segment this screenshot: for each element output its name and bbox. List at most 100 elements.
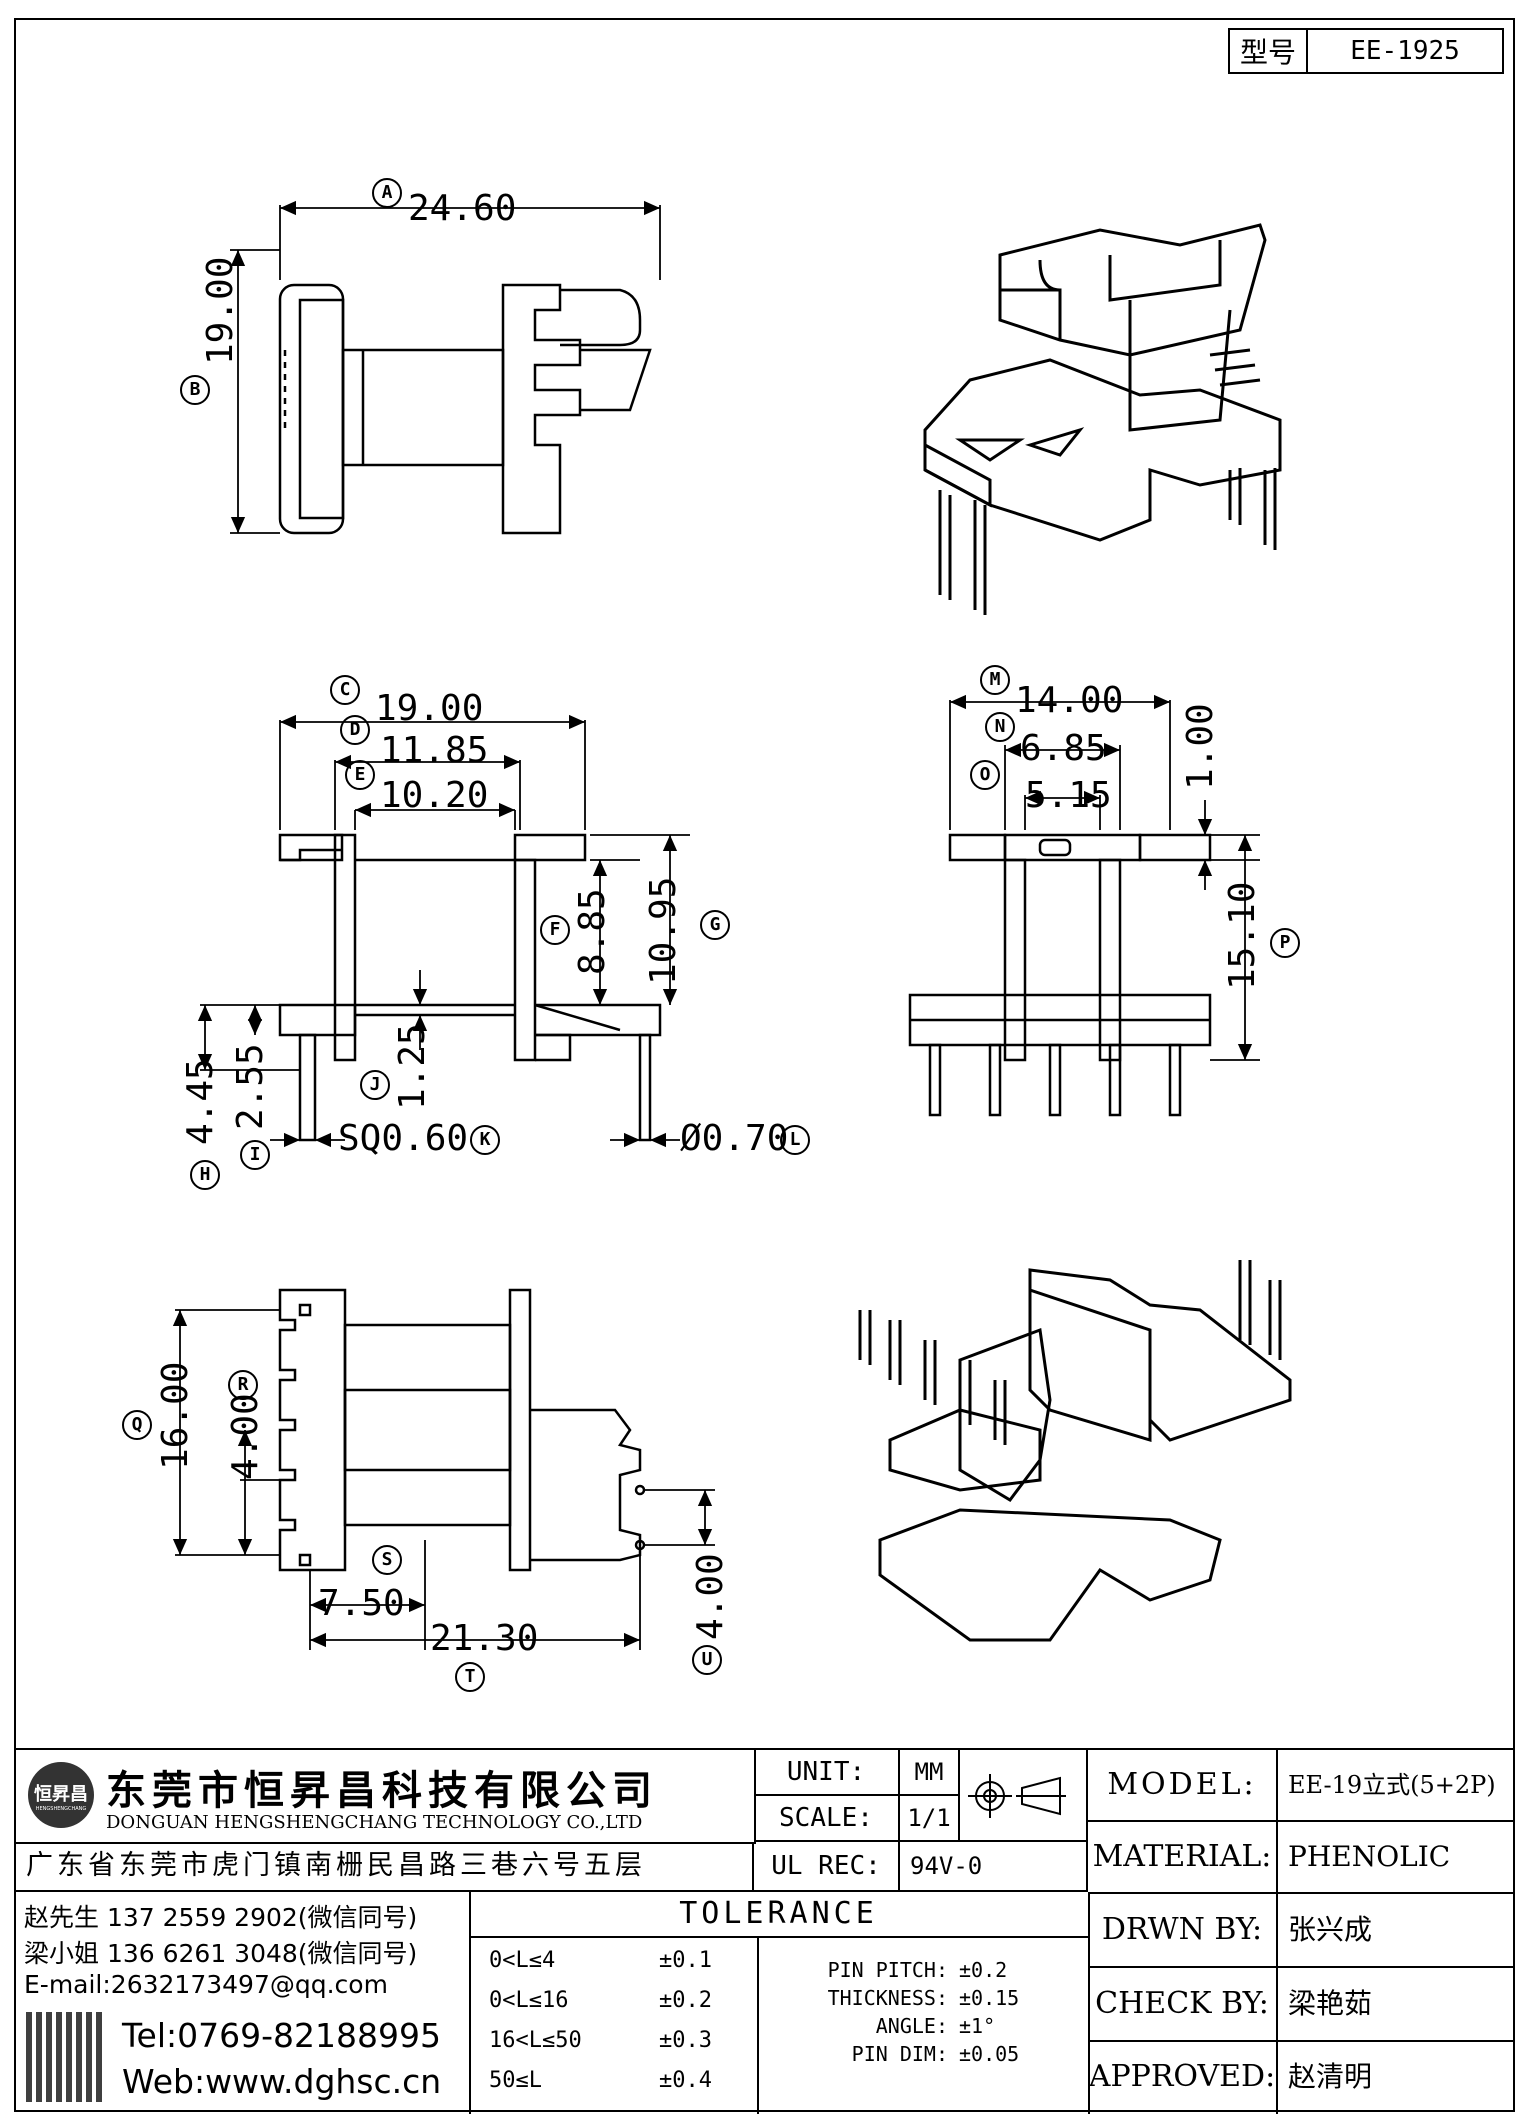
company-address: 广东省东莞市虎门镇南栅民昌路三巷六号五层: [14, 1842, 754, 1892]
dim-bubble-p: P: [1270, 928, 1300, 958]
drawn-value: 张兴成: [1278, 1894, 1515, 1968]
company-name-cn: 东莞市恒昇昌科技有限公司: [106, 1768, 658, 1814]
contact-email: E-mail:2632173497@qq.com: [24, 1970, 388, 1999]
contact-block: 赵先生 137 2559 2902(微信同号) 梁小姐 136 6261 304…: [14, 1892, 471, 2114]
dim-bubble-f: F: [540, 915, 570, 945]
dim-value-k: SQ0.60: [338, 1118, 469, 1159]
spec-tol-0: ±0.2: [959, 1958, 1008, 1982]
dim-bubble-e: E: [345, 760, 375, 790]
iso-view-1: [923, 223, 1282, 615]
tol-value-3: ±0.4: [659, 2068, 712, 2093]
dim-bubble-k: K: [470, 1125, 500, 1155]
material-value: PHENOLIC: [1278, 1822, 1515, 1894]
dim-value-j: 1.25: [392, 1023, 433, 1110]
model-no-value-cell: EE-1925: [1306, 28, 1504, 74]
tol-value-0: ±0.1: [659, 1948, 712, 1973]
top-view: [230, 200, 661, 535]
approved-value: 赵清明: [1288, 2060, 1373, 2093]
logo-text: 恒昇昌: [34, 1784, 88, 1805]
check-value: 梁艳茹: [1278, 1968, 1515, 2042]
spec-tol-1: ±0.15: [959, 1986, 1020, 2010]
dim-bubble-l: L: [780, 1125, 810, 1155]
tolerance-block: TOLERANCE 0<L≤4 ±0.1 0<L≤16 ±0.2 16<L≤50…: [469, 1892, 1090, 2114]
logo-sub: HENGSHENGCHANG: [35, 1806, 87, 1812]
dim-value-c: 19.00: [375, 688, 484, 729]
model-no-label-cell: 型号: [1228, 28, 1308, 74]
front-view: [197, 714, 690, 1148]
dim-value-u: 4.00: [690, 1553, 731, 1640]
drawing-frame: [14, 18, 1515, 2112]
dim-bubble-s: S: [372, 1545, 402, 1575]
title-block: 恒昇昌 HENGSHENGCHANG 东莞市恒昇昌科技有限公司 DONGUAN …: [14, 1748, 1515, 2114]
model-no-value: EE-1925: [1350, 36, 1460, 66]
dim-value-d: 11.85: [380, 730, 489, 771]
dim-bubble-a: A: [372, 178, 402, 208]
check-label: CHECK BY:: [1088, 1968, 1278, 2042]
dim-value-a: 24.60: [408, 188, 517, 229]
dim-value-t: 21.30: [430, 1618, 539, 1659]
dim-bubble-q: Q: [122, 1410, 152, 1440]
tol-value-1: ±0.2: [659, 1988, 712, 2013]
tolerance-title: TOLERANCE: [469, 1892, 1088, 1938]
company-logo: 恒昇昌 HENGSHENGCHANG: [28, 1762, 94, 1828]
dim-value-e: 10.20: [380, 775, 489, 816]
technical-drawing: [172, 200, 1292, 1650]
model-no-label: 型号: [1239, 36, 1296, 69]
unit-value: MM: [900, 1750, 960, 1796]
dim-bubble-m: M: [980, 665, 1010, 695]
dim-value-l: Ø0.70: [680, 1118, 789, 1159]
dim-bubble-g: G: [700, 910, 730, 940]
dim-bubble-r: R: [228, 1370, 258, 1400]
contact-1: 赵先生 137 2559 2902(微信同号): [24, 1903, 418, 1932]
contact-tel: Tel:0769-82188995: [122, 2016, 441, 2055]
dim-bubble-i: I: [240, 1140, 270, 1170]
qr-code-icon: [26, 2012, 106, 2102]
ul-rec-value: 94V-0: [900, 1842, 1088, 1892]
drawn-label: DRWN BY:: [1088, 1894, 1278, 1968]
dim-bubble-j: J: [360, 1070, 390, 1100]
side-view: [908, 694, 1260, 1117]
ul-rec-label: UL REC:: [754, 1842, 900, 1892]
right-title-block: MODEL: EE-19立式(5+2P) MATERIAL: PHENOLIC …: [1088, 1750, 1515, 2114]
dim-bubble-o: O: [970, 760, 1000, 790]
iso-view-2: [858, 1260, 1292, 1642]
dim-value-1-00: 1.00: [1180, 703, 1221, 790]
dim-value-q: 16.00: [155, 1361, 196, 1470]
projection-symbol-icon: [960, 1750, 1088, 1842]
dim-value-s: 7.50: [318, 1583, 405, 1624]
dim-value-f: 8.85: [572, 888, 613, 975]
spec-name-0: PIN PITCH:: [827, 1958, 948, 1982]
scale-label: SCALE:: [754, 1796, 900, 1842]
dim-value-b: 19.00: [200, 256, 241, 365]
dim-value-m: 14.00: [1015, 680, 1124, 721]
spec-name-1: THICKNESS:: [827, 1986, 948, 2010]
dim-value-g: 10.95: [643, 876, 684, 985]
spec-tol-2: ±1°: [959, 2014, 996, 2038]
tol-range-3: 50≤L: [489, 2068, 542, 2093]
spec-tol-3: ±0.05: [959, 2042, 1020, 2066]
approved-label: APPROVED:: [1088, 2042, 1278, 2114]
contact-2: 梁小姐 136 6261 3048(微信同号): [24, 1939, 418, 1968]
contact-web: Web:www.dghsc.cn: [122, 2062, 442, 2101]
dim-bubble-u: U: [692, 1645, 722, 1675]
dim-bubble-c: C: [330, 675, 360, 705]
dim-value-i: 2.55: [230, 1043, 271, 1130]
dim-value-r: 4.00: [225, 1393, 266, 1480]
dim-value-h: 4.45: [180, 1058, 221, 1145]
tol-value-2: ±0.3: [659, 2028, 712, 2053]
model-label: MODEL:: [1088, 1750, 1278, 1822]
spec-name-3: PIN DIM:: [851, 2042, 948, 2066]
tol-range-2: 16<L≤50: [489, 2028, 582, 2053]
dim-bubble-h: H: [190, 1160, 220, 1190]
unit-label: UNIT:: [754, 1750, 900, 1796]
dim-bubble-n: N: [985, 712, 1015, 742]
scale-value: 1/1: [900, 1796, 960, 1842]
spec-name-2: ANGLE:: [875, 2014, 948, 2038]
model-value: EE-19立式(5+2P): [1278, 1750, 1515, 1822]
dim-bubble-b: B: [180, 375, 210, 405]
material-label: MATERIAL:: [1088, 1822, 1278, 1894]
bottom-view: [172, 1288, 715, 1650]
company-name-en: DONGUAN HENGSHENGCHANG TECHNOLOGY CO.,LT…: [106, 1812, 643, 1833]
tol-range-0: 0<L≤4: [489, 1948, 556, 1973]
dim-value-o: 5.15: [1025, 775, 1112, 816]
